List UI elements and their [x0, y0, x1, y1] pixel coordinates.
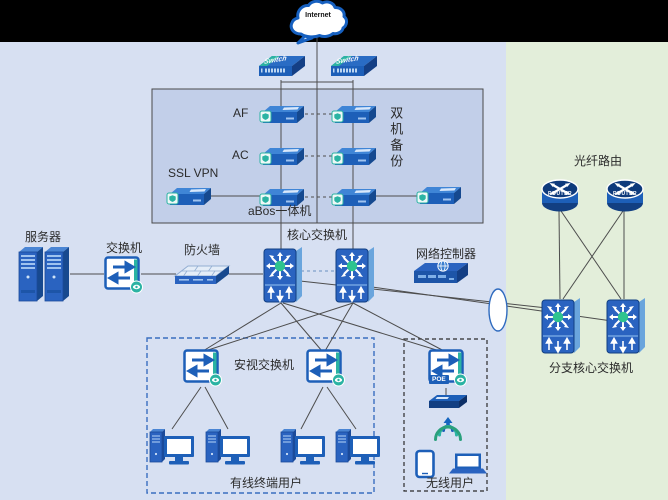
anshi-switch-1 — [183, 349, 223, 387]
wire-router1-branch1 — [558, 210, 561, 300]
dual-backup-label: 双机备份 — [388, 106, 404, 170]
router-2-label: ROUTER — [612, 191, 638, 197]
wire-router2-branch1 — [562, 210, 624, 300]
laptop — [449, 453, 487, 474]
wire-core1-anshi1 — [202, 302, 282, 352]
ac-label: AC — [232, 148, 249, 162]
wire-core1-anshi2 — [280, 302, 323, 352]
wireless-users-label: 无线用户 — [426, 476, 475, 490]
ssl-vpn-label: SSL VPN — [168, 166, 219, 180]
wireless-users-zone-box — [403, 338, 488, 492]
af-label: AF — [233, 106, 249, 120]
wire-anshi1-pc1 — [171, 386, 202, 430]
core-switch-label: 核心交换机 — [287, 228, 348, 242]
wire-core2-anshi2 — [324, 302, 354, 352]
wire-router1-branch2 — [560, 210, 622, 300]
wired-users-label: 有线终端用户 — [230, 476, 303, 490]
wired-pc-3 — [280, 428, 326, 466]
core-switch-1 — [263, 246, 303, 303]
network-controller — [413, 260, 469, 284]
wire-core2-anshi1 — [204, 302, 354, 352]
internet-cloud — [289, 0, 349, 45]
fiber-link-ellipse — [488, 288, 508, 332]
wire-anshi2-pc3 — [300, 386, 324, 430]
connection-lines — [70, 33, 625, 430]
wired-pc-1 — [149, 428, 195, 466]
wired-users-zone-box — [146, 337, 375, 494]
core-switch-2 — [335, 246, 375, 303]
controller-label: 网络控制器 — [416, 247, 477, 261]
branch-core-switch-1 — [541, 297, 581, 354]
poe-label: POE — [429, 375, 449, 384]
abos-label: aBos一体机 — [248, 204, 312, 218]
firewall-label: 防火墙 — [184, 243, 221, 257]
wired-pc-2 — [205, 428, 251, 466]
branch-core-switch-label: 分支核心交换机 — [549, 361, 634, 375]
wifi-signal-icon — [434, 416, 462, 441]
firewall — [174, 265, 230, 285]
access-switch — [104, 256, 144, 294]
fiber-route-label: 光纤路由 — [574, 154, 623, 168]
internet-label: Internet — [305, 12, 331, 19]
anshi-switch-label: 安视交换机 — [234, 358, 295, 372]
server-towers — [18, 246, 70, 302]
branch-site-background — [506, 42, 668, 500]
server-label: 服务器 — [25, 230, 62, 244]
wire-anshi2-pc4 — [326, 386, 357, 430]
anshi-switch-2 — [306, 349, 346, 387]
branch-core-switch-2 — [606, 297, 646, 354]
mobile-phone — [415, 449, 435, 479]
wire-core1-poe — [282, 302, 444, 353]
wireless-ap — [429, 395, 467, 408]
wire-anshi1-pc2 — [204, 386, 229, 430]
router-1-label: ROUTER — [547, 191, 573, 197]
wire-core2-poe — [352, 302, 447, 353]
switch-label: 交换机 — [106, 241, 143, 255]
